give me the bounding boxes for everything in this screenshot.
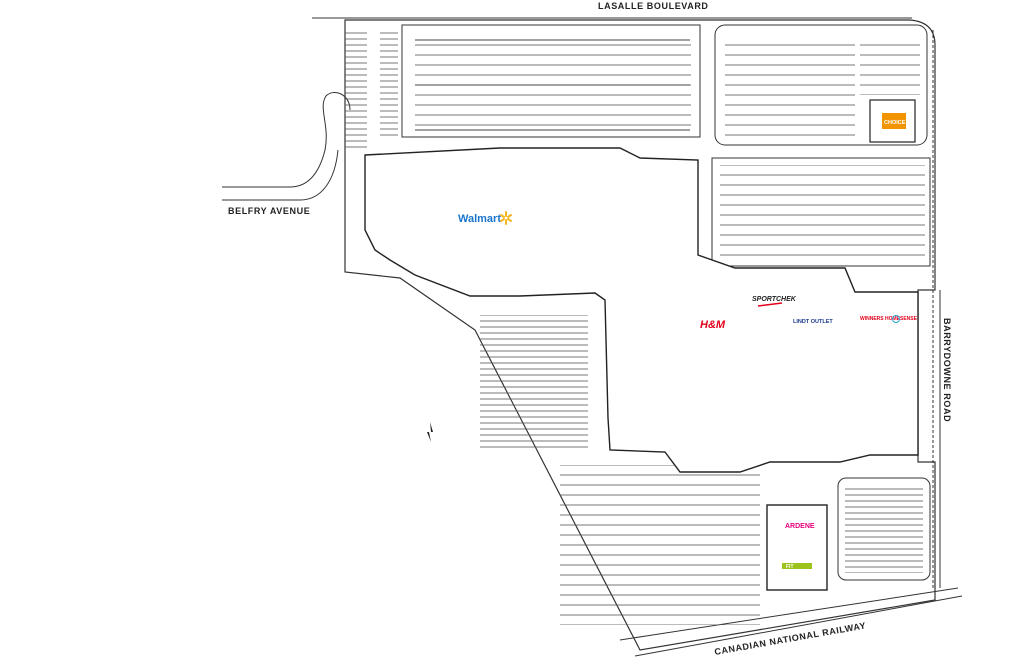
parking-central xyxy=(480,315,588,450)
svg-text:Walmart: Walmart xyxy=(458,213,501,225)
north-arrow-icon xyxy=(427,422,433,442)
svg-text:FIT: FIT xyxy=(786,564,794,570)
parking-northeast xyxy=(714,24,928,146)
belfry-avenue xyxy=(222,92,351,201)
lindt-logo: LINDT OUTLET xyxy=(793,319,833,325)
ardene-outparcel xyxy=(766,504,828,591)
parking-southeast xyxy=(837,477,931,581)
sportchek-logo: SPORTCHEK xyxy=(752,296,797,307)
label-lasalle-boulevard: LASALLE BOULEVARD xyxy=(598,1,709,11)
svg-text:WINNERS HOMESENSE: WINNERS HOMESENSE xyxy=(860,316,918,322)
parking-south xyxy=(560,465,760,625)
svg-text:CHOICE: CHOICE xyxy=(884,120,906,126)
hm-logo: H&M xyxy=(700,319,726,331)
parking-northwest xyxy=(345,28,398,148)
parking-east xyxy=(711,157,931,267)
label-canadian-national-railway: CANADIAN NATIONAL RAILWAY xyxy=(714,620,867,657)
label-belfry-avenue: BELFRY AVENUE xyxy=(228,206,310,216)
green-store-logo: FIT xyxy=(782,563,812,570)
property-boundary xyxy=(344,19,936,651)
label-barrydowne-road: BARRYDOWNE ROAD xyxy=(942,318,952,422)
walmart-logo: Walmart xyxy=(458,211,512,225)
pad-logo: CHOICE xyxy=(882,113,906,129)
winners-logo: WINNERS HOMESENSE xyxy=(860,315,918,323)
spark-icon xyxy=(500,211,512,225)
mall-building xyxy=(364,147,919,473)
ardene-logo: ARDENE xyxy=(785,523,815,530)
railway xyxy=(619,587,963,657)
barrydowne-road xyxy=(932,30,941,590)
svg-text:SPORTCHEK: SPORTCHEK xyxy=(752,296,797,303)
parking-north xyxy=(401,24,701,138)
